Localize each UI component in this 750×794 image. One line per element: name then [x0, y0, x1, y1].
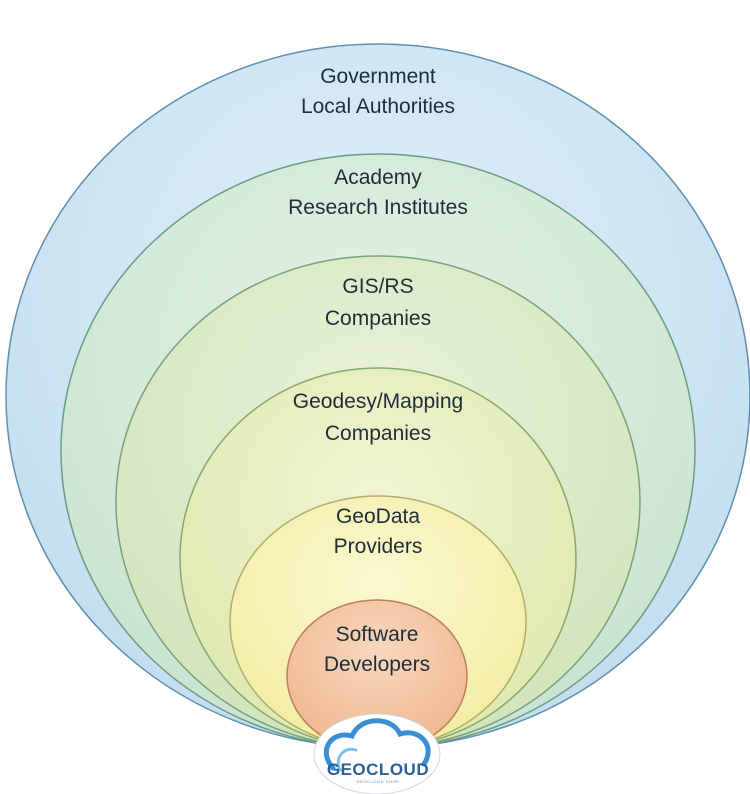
label-providers: Providers: [334, 535, 423, 558]
label-research-institutes: Research Institutes: [288, 196, 468, 219]
label-geodesy-companies: Companies: [325, 422, 431, 445]
label-local-authorities: Local Authorities: [301, 95, 455, 118]
geocloud-logo: GEOCLOUD GEOCLOUD SHOP: [313, 713, 441, 794]
logo-text: GEOCLOUD: [327, 760, 429, 779]
label-developers: Developers: [324, 653, 430, 676]
label-academy: Academy: [334, 166, 422, 189]
label-government: Government: [320, 65, 436, 88]
label-gis-companies: Companies: [325, 307, 431, 330]
label-gis-rs: GIS/RS: [342, 275, 413, 298]
logo-subtext: GEOCLOUD SHOP: [356, 779, 399, 784]
cloud-icon: [323, 718, 431, 772]
label-software: Software: [336, 623, 419, 646]
label-geodata: GeoData: [336, 505, 420, 528]
label-geodesy-mapping: Geodesy/Mapping: [293, 390, 463, 413]
